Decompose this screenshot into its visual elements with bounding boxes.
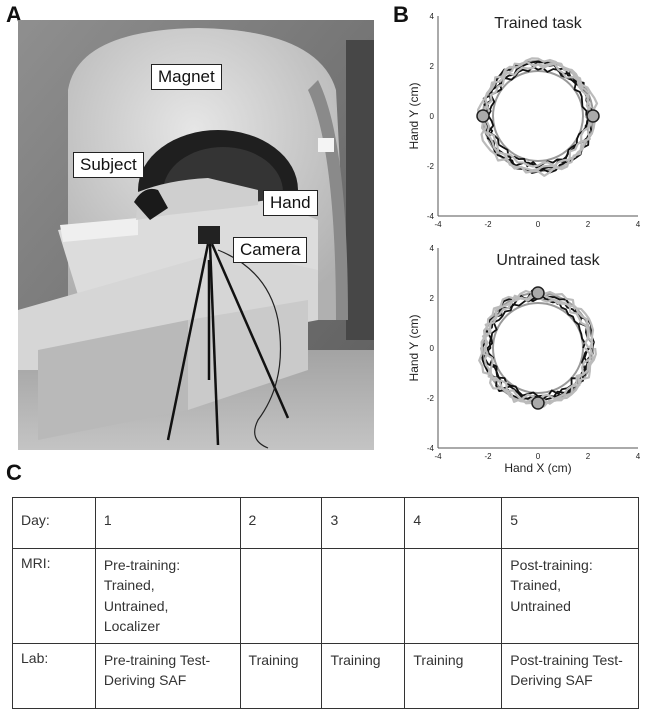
lab-cell: Post-training Test- Deriving SAF [501, 642, 639, 710]
day-cell: 2 [239, 496, 323, 550]
x-tick-label: -2 [484, 452, 492, 461]
panel-label-c: C [6, 460, 22, 485]
target-marker [586, 109, 600, 123]
mri-cell: Pre-training: Trained, Untrained, Locali… [94, 548, 241, 644]
trajectory-trace [481, 292, 595, 405]
magnet-label: Magnet [151, 64, 222, 90]
trained-ylabel: Hand Y (cm) [407, 83, 421, 150]
x-tick-label: 0 [536, 220, 541, 229]
target-marker [531, 286, 545, 300]
untrained-title: Untrained task [496, 252, 600, 269]
trained-task-plot: Trained task Hand Y (cm) -4-4 -2 -2 0 0 2 2 4 4 [407, 12, 641, 229]
x-tick-label: 0 [536, 452, 541, 461]
day-cell: 5 [501, 496, 639, 550]
lab-cell: Training [239, 642, 323, 710]
day-row: Day: 1 2 3 4 5 [12, 496, 639, 550]
axes: -4-4 -2 -2 0 0 2 2 4 4 [427, 244, 641, 461]
mri-cell [404, 548, 503, 644]
x-tick-label: 2 [586, 220, 591, 229]
day-cell: 4 [404, 496, 503, 550]
mri-setup-photo [18, 20, 374, 450]
mri-cell [321, 548, 406, 644]
target-marker [531, 396, 545, 410]
trajectory-trace [478, 287, 597, 410]
y-tick-label: -2 [427, 162, 435, 171]
y-tick-label: 2 [430, 294, 435, 303]
reference-circle [492, 302, 584, 394]
trained-title: Trained task [494, 15, 582, 32]
mri-row: MRI: Pre-training: Trained, Untrained, L… [12, 548, 639, 644]
hand-label: Hand [263, 190, 318, 216]
target-marker [476, 109, 490, 123]
lab-cell: Pre-training Test- Deriving SAF [94, 642, 241, 710]
y-tick-label: 2 [430, 62, 435, 71]
subject-label: Subject [73, 152, 144, 178]
trajectory-trace [477, 57, 600, 177]
x-tick-label: 4 [636, 220, 641, 229]
untrained-ylabel: Hand Y (cm) [407, 315, 421, 382]
x-tick-label: 2 [586, 452, 591, 461]
day-cell: 1 [94, 496, 241, 550]
row-label-lab: Lab: [12, 642, 96, 710]
y-tick-label: -2 [427, 394, 435, 403]
y-tick-label: 0 [430, 344, 435, 353]
y-tick-label: -4 [427, 212, 435, 221]
x-tick-label: -2 [484, 220, 492, 229]
y-tick-label: 4 [430, 12, 435, 21]
lab-row: Lab: Pre-training Test- Deriving SAF Tra… [12, 642, 639, 710]
x-tick-label: 4 [636, 452, 641, 461]
trajectory-plots: Trained task Hand Y (cm) -4-4-2-2002244 … [407, 12, 641, 475]
reference-circle [492, 70, 584, 162]
lab-cell: Training [321, 642, 406, 710]
camera-label: Camera [233, 237, 308, 263]
xlabel: Hand X (cm) [504, 461, 571, 475]
day-cell: 3 [321, 496, 406, 550]
untrained-task-plot: Untrained task Hand Y (cm) Hand X (cm) -… [407, 244, 641, 475]
row-label-day: Day: [12, 496, 96, 550]
row-label-mri: MRI: [12, 548, 96, 644]
schedule-table: Day: 1 2 3 4 5 MRI: Pre-training: Traine… [12, 496, 639, 710]
panel-label-a: A [6, 2, 22, 27]
axes: -4-4 -2 -2 0 0 2 2 4 4 [427, 12, 641, 229]
y-tick-label: 0 [430, 112, 435, 121]
panel-label-b: B [393, 2, 409, 27]
trajectory-trace [486, 296, 590, 398]
lab-cell: Training [404, 642, 503, 710]
y-tick-label: -4 [427, 444, 435, 453]
x-tick-label: -4 [434, 220, 442, 229]
y-tick-label: 4 [430, 244, 435, 253]
mri-cell: Post-training: Trained, Untrained [501, 548, 639, 644]
x-tick-label: -4 [434, 452, 442, 461]
mri-cell [239, 548, 323, 644]
